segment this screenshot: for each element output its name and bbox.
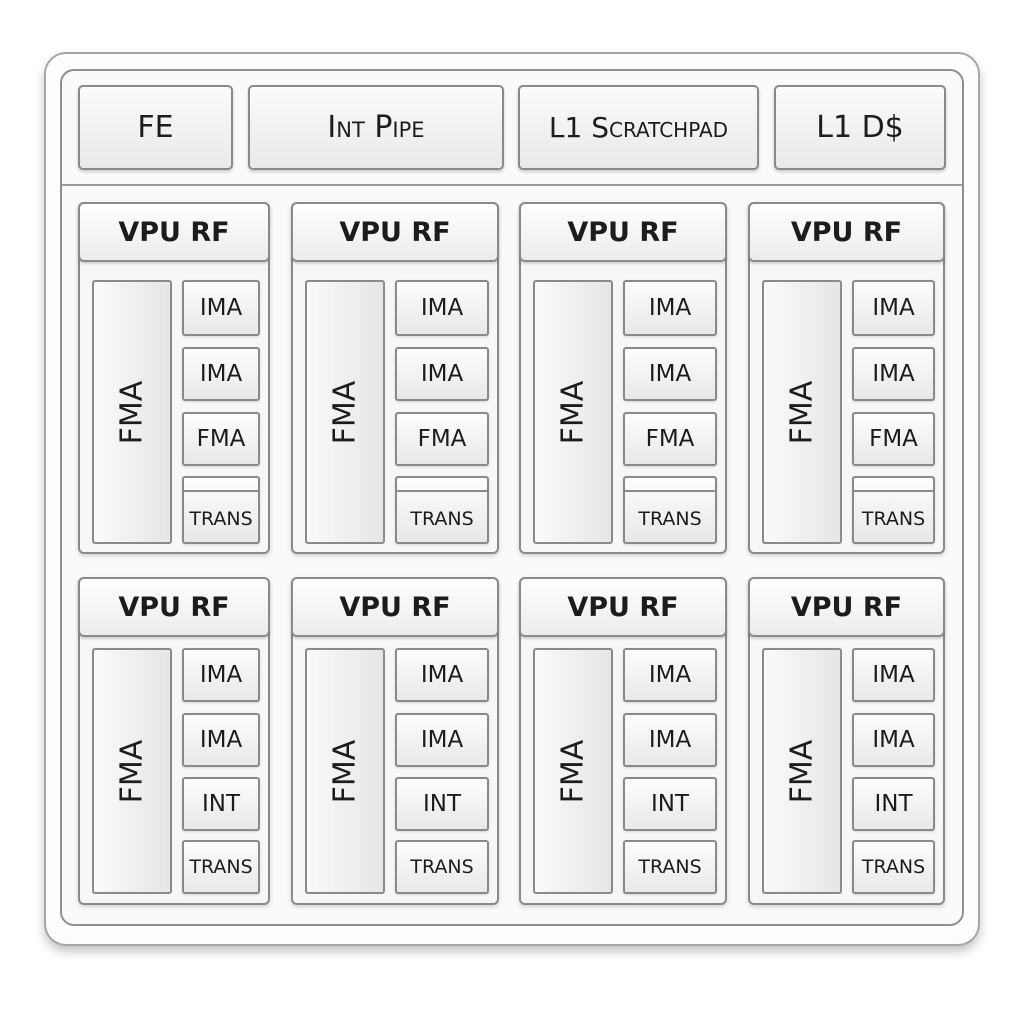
l1-scratchpad-label: L1 Scratchpad <box>548 111 729 144</box>
fma-unit: FMA <box>395 412 489 466</box>
fma-unit-large: FMA <box>762 280 842 544</box>
fma-unit-large: FMA <box>92 648 172 894</box>
trans-unit: TRANS <box>182 840 260 894</box>
ima-unit: IMA <box>852 347 935 401</box>
int-pipe-block: Int Pipe <box>248 85 504 170</box>
l1-dcache-label: L1 D$ <box>816 110 904 145</box>
ima-unit: IMA <box>623 280 717 336</box>
ima-unit: IMA <box>623 648 717 702</box>
fma-unit-large: FMA <box>305 280 385 544</box>
ima-unit: IMA <box>395 280 489 336</box>
ima-unit: IMA <box>182 280 260 336</box>
int-pipe-label: Int Pipe <box>327 110 425 145</box>
vpu-lane: VPU RF FMA IMA IMA FMA TRANS <box>748 202 945 554</box>
ima-unit: IMA <box>395 648 489 702</box>
int-unit: INT <box>623 777 717 831</box>
int-unit: INT <box>395 777 489 831</box>
fma-label: FMA <box>327 739 363 803</box>
vpu-rf-block: VPU RF <box>291 202 499 262</box>
trans-unit: TRANS <box>623 840 717 894</box>
trans-unit: TRANS <box>852 476 935 544</box>
vpu-lane: VPU RF FMA IMA IMA INT TRANS <box>291 577 499 905</box>
ima-unit: IMA <box>395 713 489 767</box>
fma-label: FMA <box>555 380 591 444</box>
vpu-rf-block: VPU RF <box>748 577 945 637</box>
trans-unit: TRANS <box>852 840 935 894</box>
ima-unit: IMA <box>852 280 935 336</box>
vpu-lane: VPU RF FMA IMA IMA FMA TRANS <box>519 202 727 554</box>
vpu-rf-block: VPU RF <box>291 577 499 637</box>
vpu-rf-block: VPU RF <box>519 202 727 262</box>
ima-unit: IMA <box>182 347 260 401</box>
vpu-lane: VPU RF FMA IMA IMA INT TRANS <box>519 577 727 905</box>
vpu-rf-block: VPU RF <box>78 577 270 637</box>
vpu-lane: VPU RF FMA IMA IMA FMA TRANS <box>291 202 499 554</box>
vpu-rf-block: VPU RF <box>78 202 270 262</box>
ima-unit: IMA <box>182 648 260 702</box>
ima-unit: IMA <box>395 347 489 401</box>
vpu-rf-block: VPU RF <box>519 577 727 637</box>
fma-unit: FMA <box>852 412 935 466</box>
trans-unit: TRANS <box>623 476 717 544</box>
l1-dcache-block: L1 D$ <box>774 85 946 170</box>
vpu-lane: VPU RF FMA IMA IMA INT TRANS <box>78 577 270 905</box>
vpu-lane: VPU RF FMA IMA IMA FMA TRANS <box>78 202 270 554</box>
fma-label: FMA <box>114 739 150 803</box>
trans-unit: TRANS <box>395 476 489 544</box>
fma-unit-large: FMA <box>92 280 172 544</box>
fma-unit: FMA <box>182 412 260 466</box>
fma-label: FMA <box>114 380 150 444</box>
fma-unit-large: FMA <box>762 648 842 894</box>
fe-label: FE <box>137 110 174 145</box>
ima-unit: IMA <box>182 713 260 767</box>
fma-label: FMA <box>327 380 363 444</box>
fma-unit-large: FMA <box>533 280 613 544</box>
fma-unit-large: FMA <box>533 648 613 894</box>
ima-unit: IMA <box>852 648 935 702</box>
ima-unit: IMA <box>623 713 717 767</box>
int-unit: INT <box>182 777 260 831</box>
fma-label: FMA <box>784 739 820 803</box>
frontend-divider <box>62 184 962 186</box>
ima-unit: IMA <box>623 347 717 401</box>
fma-unit: FMA <box>623 412 717 466</box>
trans-unit: TRANS <box>182 476 260 544</box>
fma-label: FMA <box>784 380 820 444</box>
fma-unit-large: FMA <box>305 648 385 894</box>
vpu-lane: VPU RF FMA IMA IMA INT TRANS <box>748 577 945 905</box>
fma-label: FMA <box>555 739 591 803</box>
ima-unit: IMA <box>852 713 935 767</box>
l1-scratchpad-block: L1 Scratchpad <box>518 85 759 170</box>
int-unit: INT <box>852 777 935 831</box>
trans-unit: TRANS <box>395 840 489 894</box>
vpu-rf-block: VPU RF <box>748 202 945 262</box>
fe-block: FE <box>78 85 233 170</box>
